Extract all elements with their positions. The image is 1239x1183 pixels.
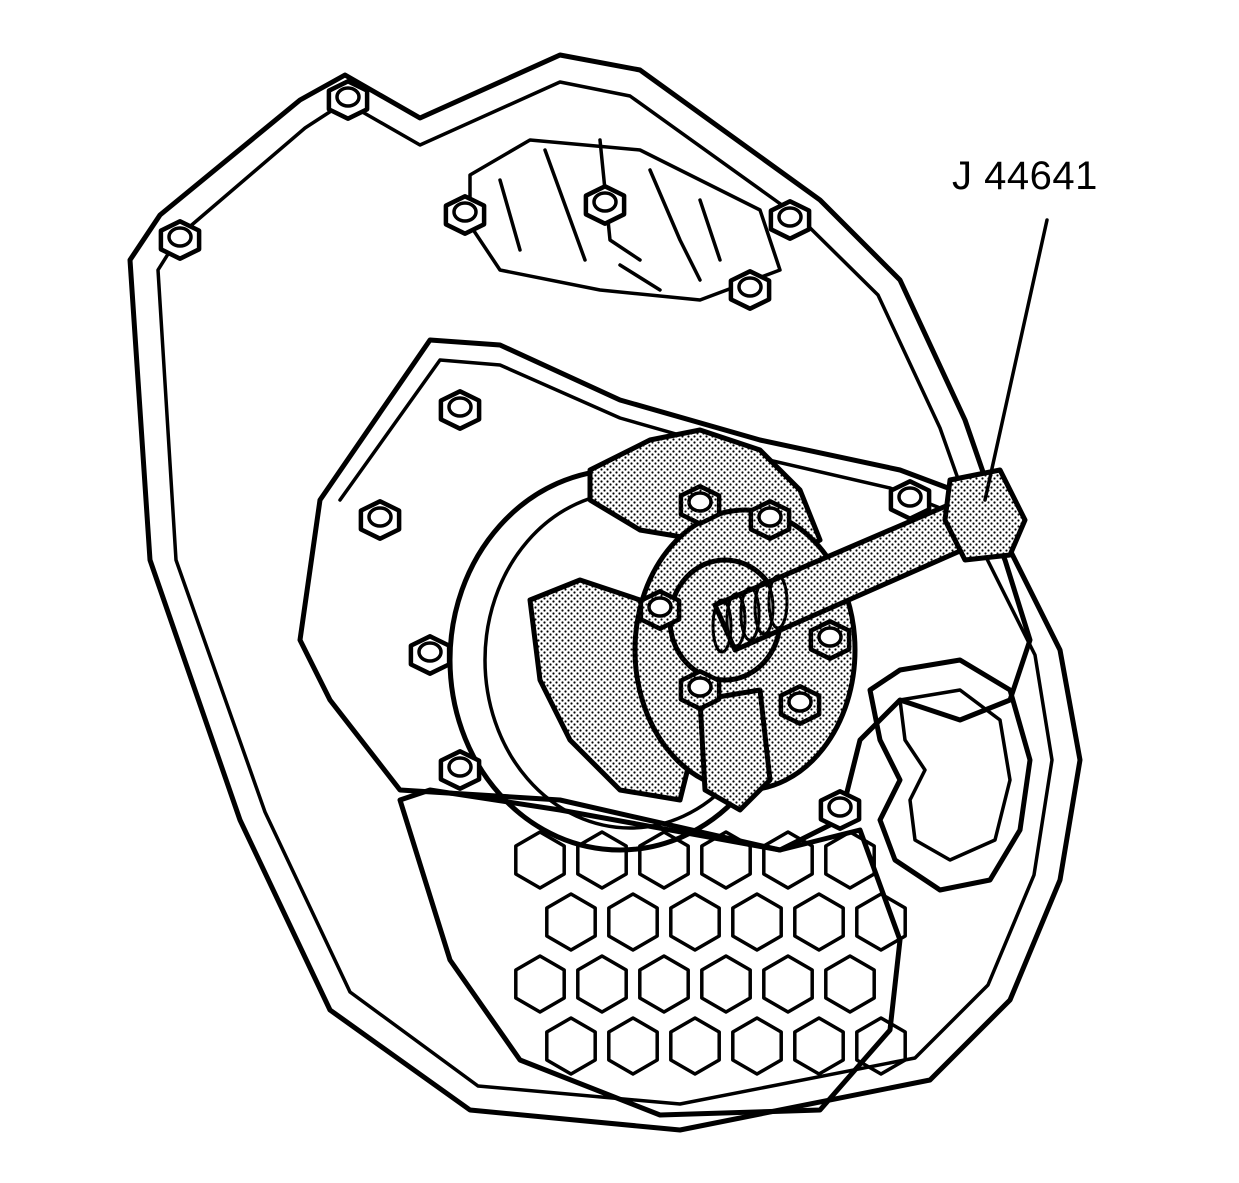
bolt-head — [778, 684, 822, 726]
honeycomb-cell — [638, 830, 690, 890]
puller-jaw-left — [527, 577, 693, 803]
puller-arm-lower — [697, 687, 773, 813]
puller-tool — [527, 427, 1028, 813]
honeycomb-cell — [793, 892, 845, 952]
honeycomb-cell — [855, 892, 907, 952]
side-opening-inner — [898, 688, 1012, 862]
bolt-head — [888, 479, 932, 521]
screw-thread — [753, 580, 775, 636]
honeycomb-cell — [607, 892, 659, 952]
callout-leader-line — [983, 218, 1049, 502]
honeycomb-grid — [397, 787, 907, 1118]
honeycomb-cell — [669, 892, 721, 952]
honeycomb-cell — [824, 954, 876, 1014]
honeycomb-cell — [607, 1016, 659, 1076]
honeycomb-cell — [855, 1016, 907, 1076]
bolt-head — [748, 499, 792, 541]
bolt-head — [438, 389, 482, 431]
honeycomb-cell — [576, 954, 628, 1014]
screw-thread — [711, 598, 733, 654]
bolt-head — [443, 194, 487, 236]
bolt-head — [638, 589, 682, 631]
bolt-head — [808, 619, 852, 661]
honeycomb-cell — [514, 830, 566, 890]
bolt-head — [358, 499, 402, 541]
honeycomb-cell — [700, 954, 752, 1014]
bolt-head — [678, 484, 722, 526]
honeycomb-cell — [700, 830, 752, 890]
honeycomb-cell — [824, 830, 876, 890]
screw-thread — [739, 586, 761, 642]
honeycomb-cell — [545, 1016, 597, 1076]
bolt-head — [678, 669, 722, 711]
honeycomb-cell — [669, 1016, 721, 1076]
bolt-head — [768, 199, 812, 241]
housing-inner-rim — [156, 80, 1054, 1106]
inner-cover-rim — [338, 358, 962, 518]
honeycomb-cell — [731, 892, 783, 952]
honeycomb-cell — [545, 892, 597, 952]
honeycomb-cell — [762, 830, 814, 890]
honeycomb-cell — [762, 954, 814, 1014]
bolt-head — [158, 219, 202, 261]
honeycomb-cell — [793, 1016, 845, 1076]
honeycomb-cell — [514, 954, 566, 1014]
bolt-head — [728, 269, 772, 311]
bolt-head — [326, 79, 370, 121]
bolt-head — [583, 184, 627, 226]
screw-thread — [767, 574, 789, 630]
bolt-head — [818, 789, 862, 831]
bolt-head — [438, 749, 482, 791]
tool-callout-label: J 44641 — [952, 154, 1098, 198]
side-opening — [867, 657, 1033, 893]
bolt-heads — [158, 79, 932, 831]
bolt-head — [408, 634, 452, 676]
honeycomb-cell — [638, 954, 690, 1014]
screw-thread — [725, 592, 747, 648]
forcing-screw-hex-head — [942, 467, 1028, 563]
honeycomb-cell — [731, 1016, 783, 1076]
